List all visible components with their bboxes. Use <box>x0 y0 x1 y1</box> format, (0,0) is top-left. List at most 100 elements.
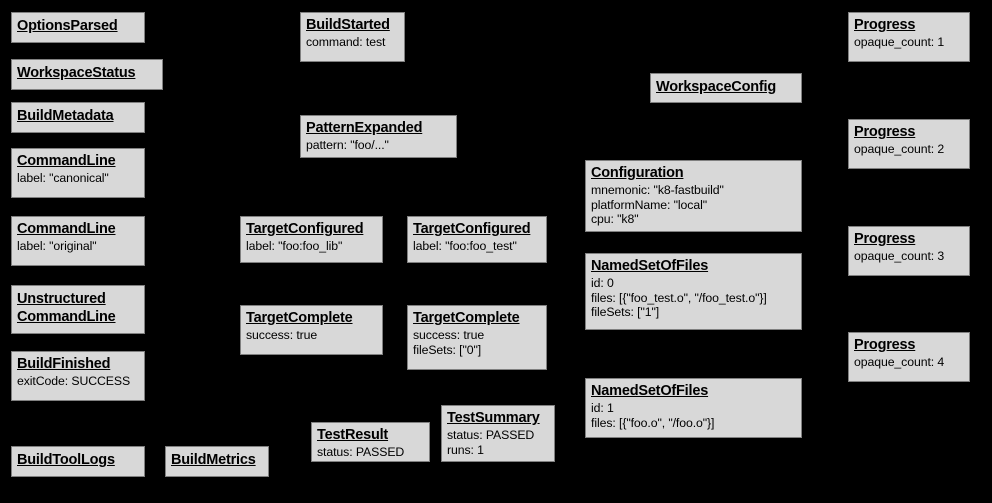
node-title-row: Progress <box>854 123 964 142</box>
node-field: platformName: "local" <box>591 197 707 212</box>
node-progress-1[interactable]: Progress opaque_count: 1 <box>848 12 970 62</box>
node-title: Progress <box>854 231 916 247</box>
node-title: Progress <box>854 17 916 33</box>
node-title-row: BuildStarted <box>306 16 399 35</box>
node-field: exitCode: SUCCESS <box>17 374 131 389</box>
node-title: TestResult <box>317 427 389 443</box>
node-title: BuildStarted <box>306 17 390 33</box>
node-field: files: [{"foo_test.o", "/foo_test.o"}] <box>591 290 767 305</box>
node-title: TargetComplete <box>246 310 353 326</box>
node-field: opaque_count: 2 <box>854 142 945 157</box>
node-title: BuildToolLogs <box>17 452 115 469</box>
node-field: id: 0 <box>591 276 614 291</box>
node-field: runs: 1 <box>447 442 484 457</box>
node-title-row: TargetConfigured <box>246 220 377 239</box>
node-title-row: TargetConfigured <box>413 220 541 239</box>
node-field: id: 1 <box>591 401 614 416</box>
node-workspace-config[interactable]: WorkspaceConfig <box>650 73 802 103</box>
node-build-finished[interactable]: BuildFinished exitCode: SUCCESS <box>11 351 145 401</box>
node-field: status: PASSED <box>317 445 405 460</box>
node-title: Progress <box>854 124 916 140</box>
node-field: fileSets: ["0"] <box>413 342 482 357</box>
node-build-metrics[interactable]: BuildMetrics <box>165 446 269 477</box>
node-title-row: Progress <box>854 336 964 355</box>
node-field: label: "foo:foo_test" <box>413 239 517 254</box>
node-title: TargetConfigured <box>413 221 531 237</box>
node-field: label: "canonical" <box>17 171 109 186</box>
node-title: BuildMetrics <box>171 452 256 469</box>
node-title-row: NamedSetOfFiles <box>591 382 796 401</box>
node-command-line-original[interactable]: CommandLine label: "original" <box>11 216 145 266</box>
node-title: CommandLine <box>17 153 116 169</box>
node-field: label: "foo:foo_lib" <box>246 239 343 254</box>
node-title-row: TestResult <box>317 426 424 445</box>
node-unstructured-command-line[interactable]: Unstructured CommandLine <box>11 285 145 334</box>
node-title: TestSummary <box>447 410 540 426</box>
node-options-parsed[interactable]: OptionsParsed <box>11 12 145 43</box>
node-field: files: [{"foo.o", "/foo.o"}] <box>591 415 715 430</box>
node-field: cpu: "k8" <box>591 212 639 227</box>
node-field: command: test <box>306 35 386 50</box>
node-target-configured-foo-test[interactable]: TargetConfigured label: "foo:foo_test" <box>407 216 547 263</box>
node-field: opaque_count: 1 <box>854 35 945 50</box>
node-title-row: BuildFinished <box>17 355 139 374</box>
node-title: WorkspaceConfig <box>656 78 777 95</box>
node-build-started[interactable]: BuildStarted command: test <box>300 12 405 62</box>
node-title-row: BuildToolLogs <box>17 451 115 470</box>
node-title-row: WorkspaceConfig <box>656 78 776 97</box>
node-title: OptionsParsed <box>17 18 118 35</box>
node-title-row: WorkspaceStatus <box>17 64 136 83</box>
node-title: Progress <box>854 337 916 353</box>
node-title-row: Progress <box>854 230 964 249</box>
node-title-row: BuildMetrics <box>171 451 256 470</box>
node-command-line-canonical[interactable]: CommandLine label: "canonical" <box>11 148 145 198</box>
node-pattern-expanded[interactable]: PatternExpanded pattern: "foo/..." <box>300 115 457 158</box>
node-title: CommandLine <box>17 221 116 237</box>
node-title-row: CommandLine <box>17 220 139 239</box>
node-title-row: PatternExpanded <box>306 119 451 138</box>
node-title: TargetConfigured <box>246 221 364 237</box>
node-title-row: Progress <box>854 16 964 35</box>
node-workspace-status[interactable]: WorkspaceStatus <box>11 59 163 90</box>
node-field: opaque_count: 4 <box>854 355 945 370</box>
node-field: success: true <box>413 328 485 343</box>
node-field: pattern: "foo/..." <box>306 138 389 153</box>
node-title-row: BuildMetadata <box>17 107 114 126</box>
node-progress-3[interactable]: Progress opaque_count: 3 <box>848 226 970 276</box>
node-title-row: TargetComplete <box>246 309 377 328</box>
node-title-row: NamedSetOfFiles <box>591 257 796 276</box>
node-test-result[interactable]: TestResult status: PASSED <box>311 422 430 462</box>
node-title-row: TestSummary <box>447 409 549 428</box>
node-field: label: "original" <box>17 239 97 254</box>
node-title: Unstructured CommandLine <box>17 291 116 325</box>
node-progress-4[interactable]: Progress opaque_count: 4 <box>848 332 970 382</box>
node-build-tool-logs[interactable]: BuildToolLogs <box>11 446 145 477</box>
node-configuration[interactable]: Configuration mnemonic: "k8-fastbuild"pla… <box>585 160 802 232</box>
node-title: Configuration <box>591 165 684 181</box>
node-title: BuildMetadata <box>17 108 114 125</box>
node-target-complete-lib[interactable]: TargetComplete success: true <box>240 305 383 355</box>
node-title-row: TargetComplete <box>413 309 541 328</box>
node-field: fileSets: ["1"] <box>591 305 660 320</box>
node-target-configured-foo-lib[interactable]: TargetConfigured label: "foo:foo_lib" <box>240 216 383 263</box>
node-title: PatternExpanded <box>306 120 423 136</box>
node-title: WorkspaceStatus <box>17 65 136 82</box>
node-progress-2[interactable]: Progress opaque_count: 2 <box>848 119 970 169</box>
node-field: success: true <box>246 328 318 343</box>
node-title: NamedSetOfFiles <box>591 383 709 399</box>
node-field: status: PASSED <box>447 428 535 443</box>
node-title: NamedSetOfFiles <box>591 258 709 274</box>
node-build-metadata[interactable]: BuildMetadata <box>11 102 145 133</box>
node-title-row: CommandLine <box>17 152 139 171</box>
node-title-row: Configuration <box>591 164 796 183</box>
node-field: opaque_count: 3 <box>854 249 945 264</box>
node-field: mnemonic: "k8-fastbuild" <box>591 183 724 198</box>
node-title-row: Unstructured CommandLine <box>17 291 139 326</box>
node-title-row: OptionsParsed <box>17 17 118 36</box>
node-title: BuildFinished <box>17 356 111 372</box>
